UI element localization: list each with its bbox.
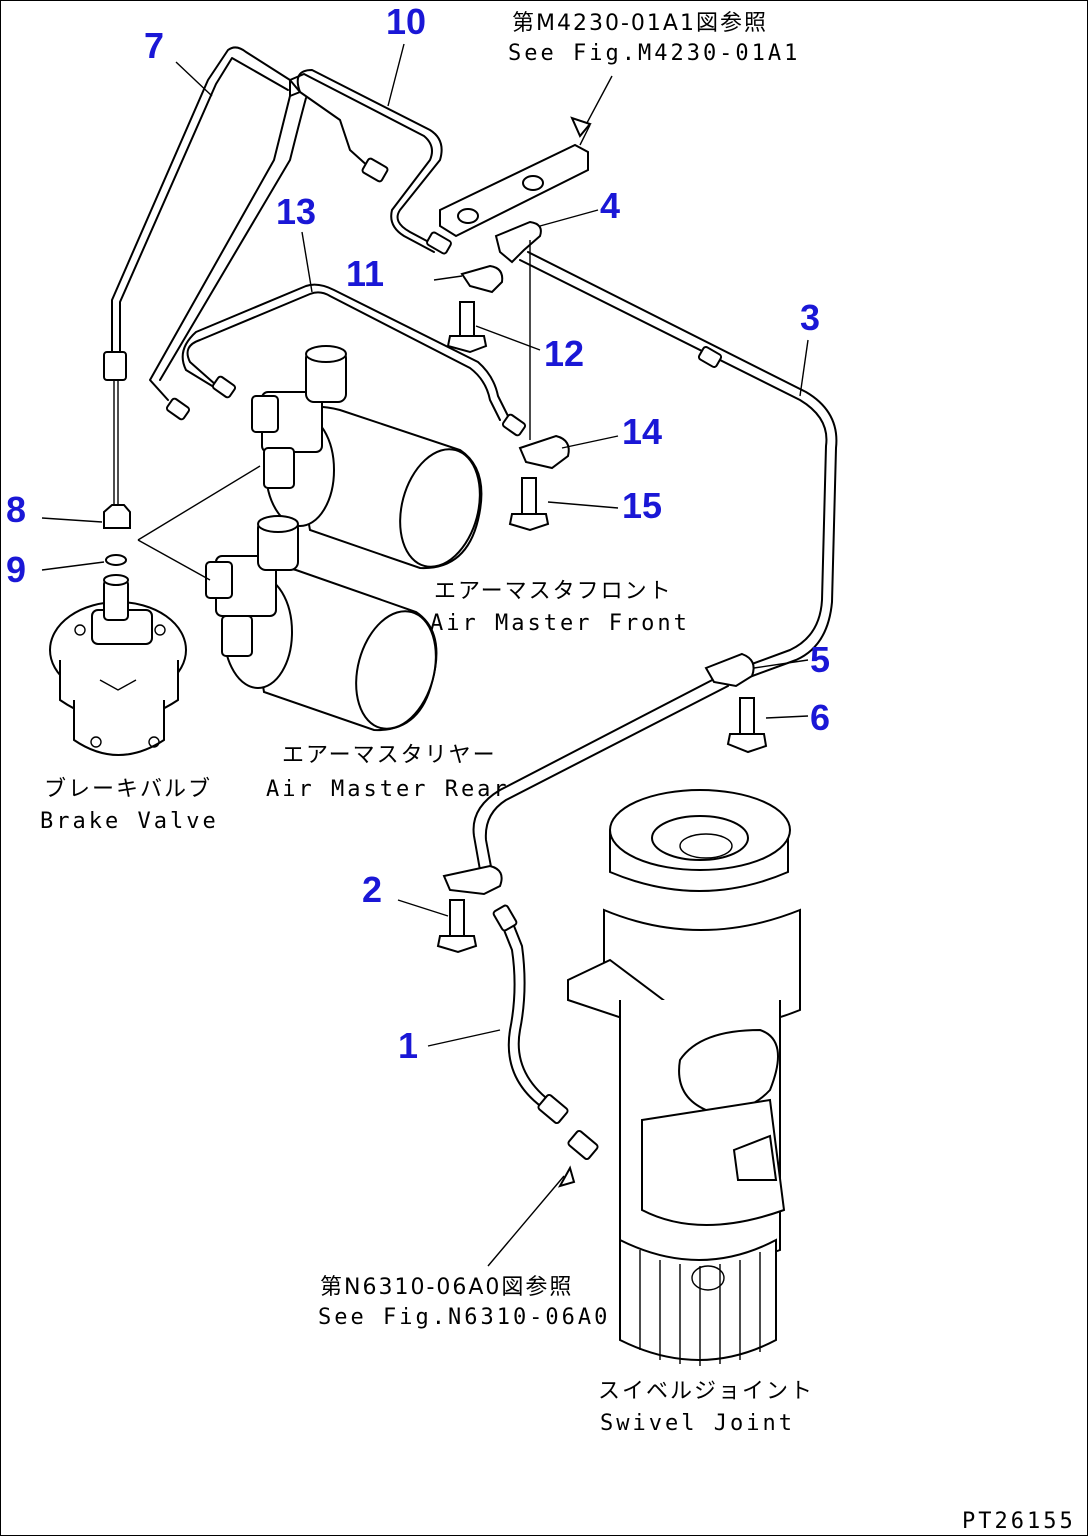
hose-1-inner — [509, 915, 555, 1105]
label-air-master-rear-en: Air Master Rear — [266, 777, 510, 802]
callout-11: 11 — [346, 253, 384, 294]
pipe-10-to-fitting — [299, 91, 371, 169]
callout-5: 5 — [810, 639, 830, 680]
pipe-3-lower — [472, 675, 721, 885]
brake-valve — [49, 574, 187, 756]
swivel-joint — [567, 789, 801, 1366]
callout-15: 15 — [622, 485, 662, 526]
air-master-rear — [205, 515, 438, 732]
clamp-5 — [704, 652, 755, 688]
callout-2: 2 — [362, 869, 382, 910]
label-air-master-front-jp: エアーマスタフロント — [434, 579, 673, 604]
pipe-10-branch-inner — [159, 97, 307, 381]
callout-1: 1 — [398, 1025, 418, 1066]
pipe-3-lower-inner — [484, 685, 729, 881]
pipe-10 — [296, 69, 443, 249]
pipe-3-inner — [527, 251, 838, 683]
washer-9 — [105, 554, 127, 566]
pipe-10-branch — [149, 91, 301, 401]
pipe-10-inner — [289, 73, 435, 253]
callout-13: 13 — [276, 191, 316, 232]
callout-6: 6 — [810, 697, 830, 738]
callout-12: 12 — [544, 333, 584, 374]
hose-1 — [499, 919, 547, 1111]
pipe-7-nut — [103, 351, 127, 381]
pipe-3 — [519, 259, 828, 673]
drawing-id: PT26155 — [962, 1509, 1076, 1534]
callout-7: 7 — [144, 25, 164, 66]
callout-8: 8 — [6, 489, 26, 530]
bolt-12 — [446, 301, 488, 354]
ref-top-en: See Fig.M4230-01A1 — [508, 41, 800, 66]
label-air-master-rear-jp: エアーマスタリヤー — [282, 743, 497, 768]
pipe-13-inner — [181, 283, 509, 417]
pipe-7 — [111, 46, 301, 356]
clamp-11 — [460, 264, 504, 294]
label-swivel-joint-jp: スイベルジョイント — [598, 1379, 814, 1404]
ref-bottom-jp: 第N6310-06A0図参照 — [320, 1275, 573, 1300]
ref-bottom-en: See Fig.N6310-06A0 — [318, 1305, 610, 1330]
clamp-14 — [518, 434, 570, 470]
pipe-13 — [186, 291, 501, 421]
pipe-7-inner — [119, 57, 289, 356]
bolt-2 — [436, 899, 478, 954]
label-brake-valve-jp: ブレーキバルブ — [44, 777, 212, 802]
bolt-15 — [508, 477, 550, 532]
nut-8 — [103, 504, 131, 529]
clamp-4 — [494, 220, 542, 264]
callout-4: 4 — [600, 185, 620, 226]
air-master-front — [251, 345, 483, 570]
callout-3: 3 — [800, 297, 820, 338]
label-swivel-joint-en: Swivel Joint — [600, 1411, 795, 1436]
ref-top-jp: 第M4230-01A1図参照 — [512, 11, 768, 36]
label-air-master-front-en: Air Master Front — [430, 611, 690, 636]
label-brake-valve-en: Brake Valve — [40, 809, 219, 834]
callout-9: 9 — [6, 549, 26, 590]
clamp-2 — [442, 864, 503, 896]
callout-10: 10 — [386, 1, 426, 42]
bolt-6 — [726, 697, 768, 754]
callout-14: 14 — [622, 411, 662, 452]
